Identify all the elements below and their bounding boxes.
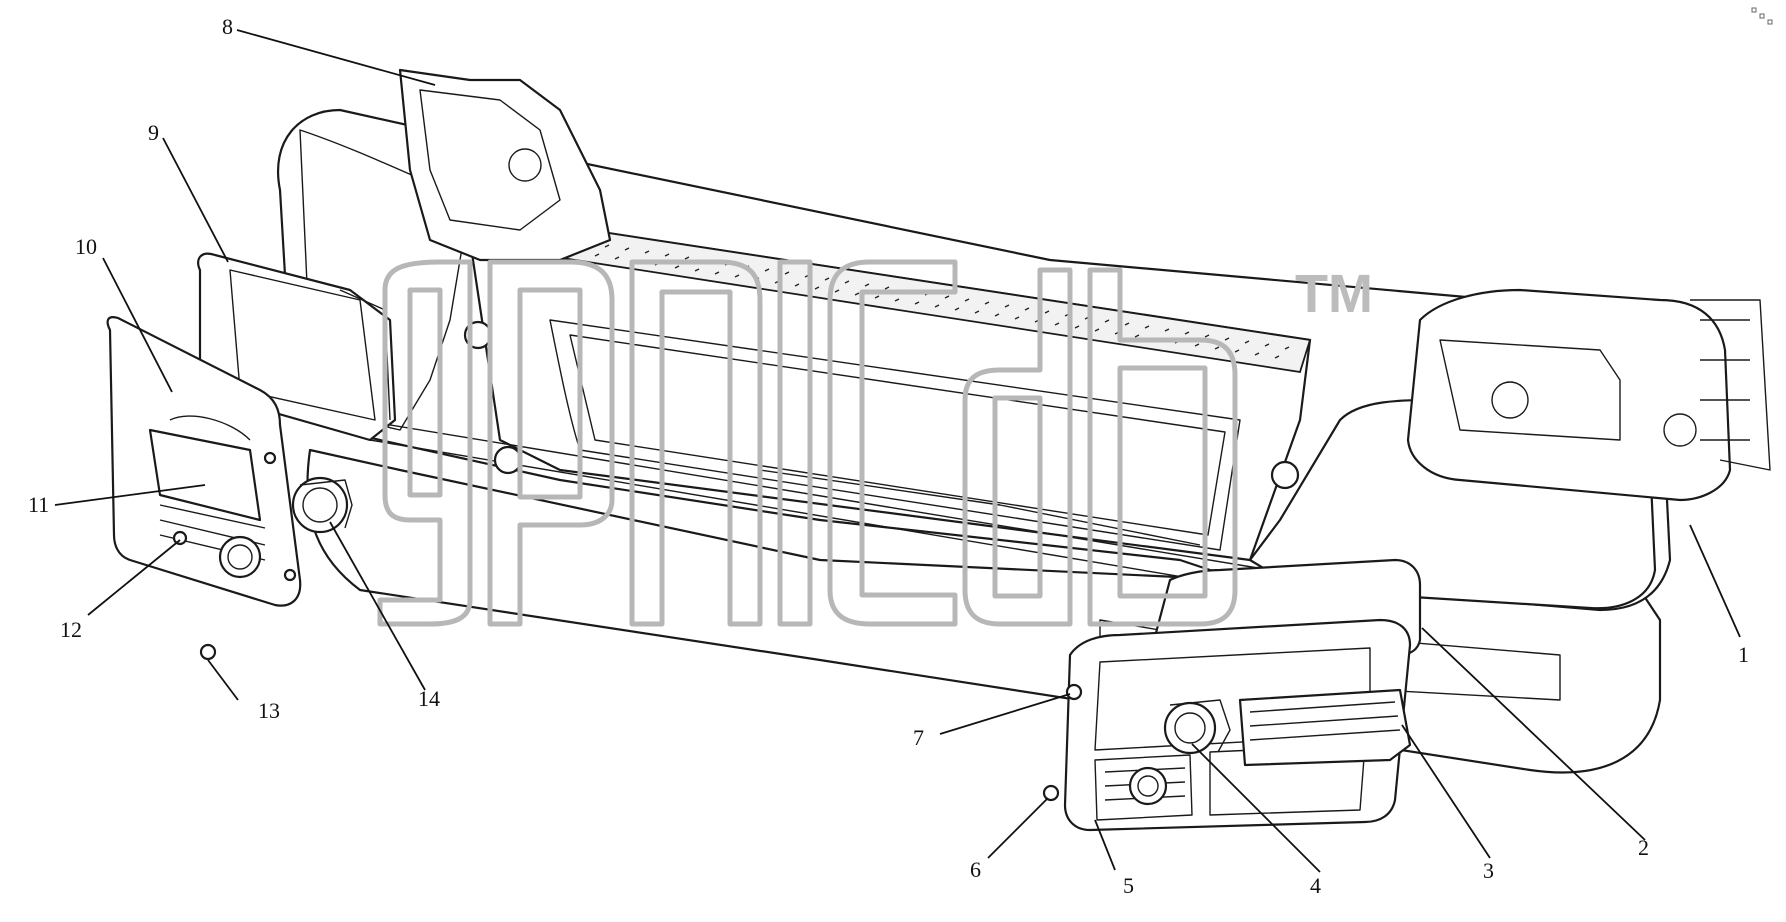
callout-5: 5 [1123,873,1134,898]
corner-mark [1751,7,1773,25]
callout-13: 13 [258,698,280,723]
callout-2: 2 [1638,835,1649,860]
callout-11: 11 [28,492,49,517]
watermark-trademark: TM [1295,264,1373,324]
callout-4: 4 [1310,873,1321,898]
callout-14: 14 [418,686,440,711]
callout-3: 3 [1483,858,1494,883]
callout-10: 10 [75,234,97,259]
callout-9: 9 [148,120,159,145]
front-bumper-assembly [197,68,1771,774]
callout-7: 7 [913,725,924,750]
callout-labels: 1 2 3 4 5 6 7 8 9 10 11 12 13 14 [28,14,1749,898]
callout-12: 12 [60,617,82,642]
leader-lines [54,29,1741,873]
callout-6: 6 [970,857,981,882]
left-fog-lamp-set [106,316,353,661]
callout-1: 1 [1738,642,1749,667]
right-fog-lamp-set [1042,558,1422,832]
callout-8: 8 [222,14,233,39]
watermark: TM [377,259,1373,627]
